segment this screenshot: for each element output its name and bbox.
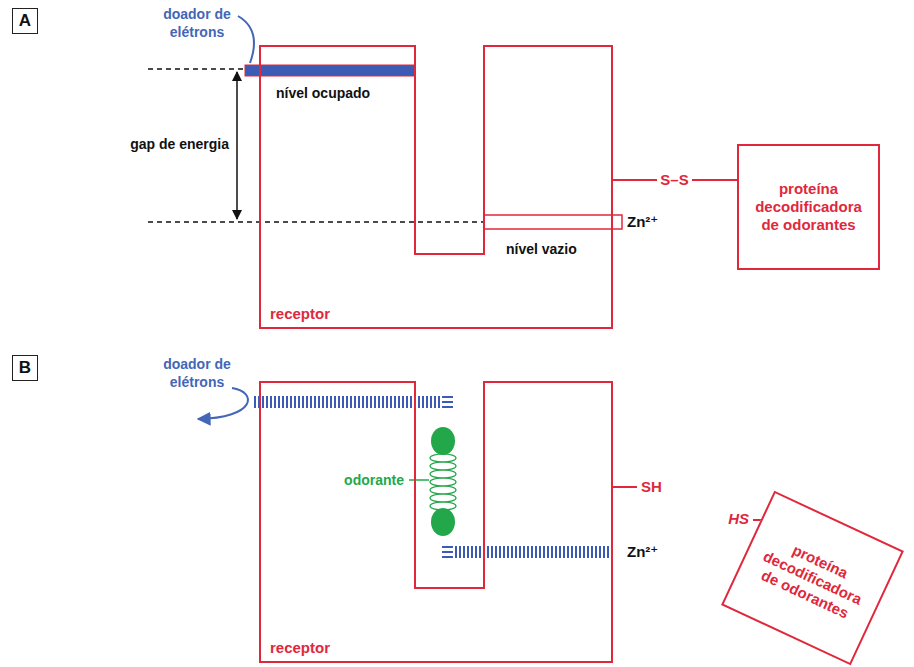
panel-letter-box: B [12, 355, 38, 381]
protein-label: proteína decodificadora de odorantes [745, 180, 872, 234]
odorant-spring [430, 454, 456, 510]
receptor-shape: receptor [260, 382, 612, 662]
level-label: nível vazio [506, 240, 577, 258]
protein-label: proteína decodificadora de odorantes [743, 527, 881, 630]
panel-letter: B [19, 358, 31, 378]
donor-label: doador de elétrons [151, 5, 243, 41]
conduction-band [254, 396, 440, 408]
bond-label: S–S [657, 171, 691, 189]
receptor-label: receptor [270, 639, 330, 657]
spring-coil [430, 470, 456, 478]
thiol-bond [612, 486, 637, 488]
gap-label: gap de energia [130, 135, 229, 153]
odorant-label: odorante [344, 471, 404, 489]
receptor-outline [260, 46, 612, 328]
ion-label: Zn²⁺ [627, 213, 658, 231]
ion-label: Zn²⁺ [627, 543, 658, 561]
panel-letter: A [19, 11, 31, 31]
band-end [442, 547, 453, 557]
receptor-outline [260, 382, 612, 662]
conduction-band [455, 546, 615, 558]
level-guide [148, 221, 484, 223]
occupied-level-bar [245, 65, 415, 76]
thiol-label: HS [728, 510, 749, 528]
thiol-label: SH [641, 478, 662, 496]
receptor-label: receptor [270, 305, 330, 323]
gap-arrow [236, 72, 238, 219]
odorant-atom [431, 427, 455, 455]
protein-box: proteína decodificadora de odorantes [737, 144, 880, 270]
panel-letter-box: A [12, 8, 38, 34]
spring-coil [430, 462, 456, 470]
odorant-atom [431, 508, 455, 536]
spring-coil [430, 454, 456, 462]
donor-label: doador de elétrons [151, 355, 243, 391]
spring-coil [430, 486, 456, 494]
donor-arc [198, 388, 248, 419]
spring-coil [430, 494, 456, 502]
level-label: nível ocupado [276, 84, 370, 102]
spring-coil [430, 502, 456, 510]
band-end [442, 397, 453, 407]
spring-coil [430, 478, 456, 486]
donor-arc [238, 16, 254, 63]
receptor-outline [260, 382, 612, 662]
empty-level-bar [484, 215, 622, 229]
level-guide [148, 68, 245, 70]
leader-line [409, 479, 429, 481]
